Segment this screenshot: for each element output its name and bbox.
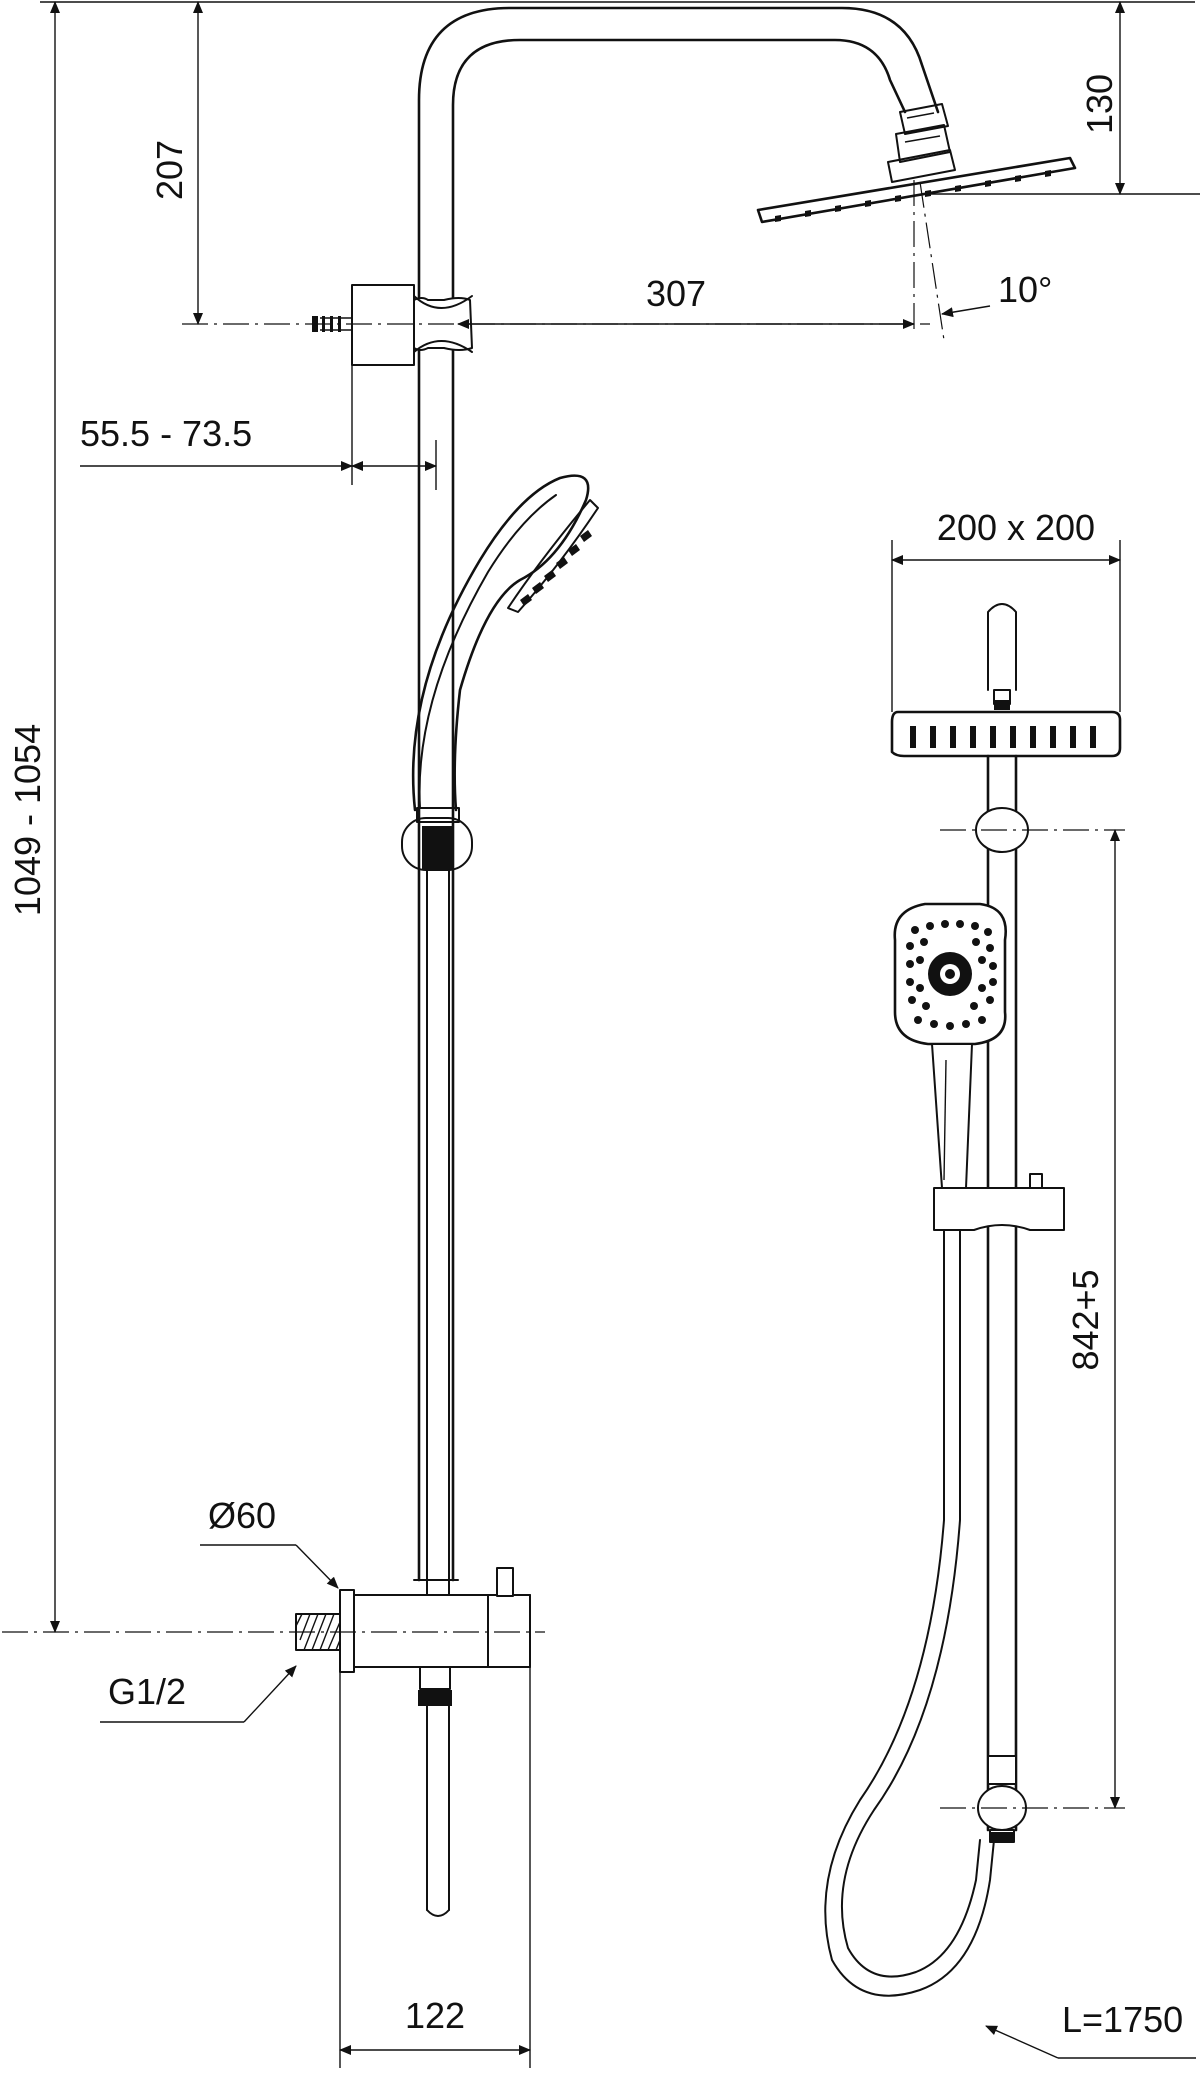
dim-head-size-label: 200 x 200 bbox=[937, 507, 1095, 548]
dim-bracket-to-top: 207 bbox=[149, 1, 203, 325]
dim-tilt-angle-label: 10° bbox=[998, 269, 1052, 310]
front-view: 200 x 200 842+5 L=1750 bbox=[824, 507, 1196, 2059]
dim-flange-diameter-label: Ø60 bbox=[208, 1495, 276, 1536]
dim-flange-diameter: Ø60 bbox=[200, 1495, 339, 1589]
dim-head-size: 200 x 200 bbox=[891, 507, 1121, 712]
dim-head-drop: 130 bbox=[1079, 1, 1125, 195]
hand-shower-side bbox=[411, 474, 599, 823]
dim-rail-length: 842+5 bbox=[1065, 829, 1120, 1809]
dim-wall-distance-label: 55.5 - 73.5 bbox=[80, 413, 252, 454]
dim-arm-reach-label: 307 bbox=[646, 273, 706, 314]
head-arm-front bbox=[987, 603, 1017, 710]
rain-head-side bbox=[756, 156, 1077, 224]
valve-body-side bbox=[295, 1567, 531, 1706]
dim-thread-label: G1/2 bbox=[108, 1671, 186, 1712]
wall-bracket-top bbox=[312, 284, 473, 366]
dim-valve-width-label: 122 bbox=[405, 1995, 465, 2036]
dim-hose-length-label: L=1750 bbox=[1062, 1999, 1183, 2040]
hand-shower-holder bbox=[401, 817, 473, 871]
dim-head-drop-label: 130 bbox=[1079, 74, 1120, 134]
dim-wall-distance: 55.5 - 73.5 bbox=[80, 365, 437, 490]
head-connector bbox=[887, 103, 956, 183]
hose-front bbox=[824, 1229, 995, 1997]
spray-nozzles bbox=[906, 920, 997, 1030]
dim-total-height: 1049 - 1054 bbox=[7, 1, 60, 1633]
rail-joint-lower bbox=[977, 1755, 1027, 1843]
slider-front bbox=[933, 1173, 1065, 1231]
dim-arm-reach: 307 bbox=[457, 273, 915, 329]
dim-tilt-angle: 10° bbox=[941, 269, 1052, 318]
dim-thread: G1/2 bbox=[100, 1665, 297, 1723]
dim-valve-width: 122 bbox=[339, 1667, 531, 2068]
hand-shower-front bbox=[893, 902, 1008, 1189]
dim-rail-length-label: 842+5 bbox=[1065, 1269, 1106, 1370]
hose-side bbox=[426, 869, 450, 1917]
riser-pipe bbox=[413, 6, 940, 1582]
rain-head-front bbox=[890, 710, 1122, 758]
dim-total-height-label: 1049 - 1054 bbox=[7, 724, 48, 916]
dim-hose-length: L=1750 bbox=[985, 1999, 1196, 2059]
dim-bracket-to-top-label: 207 bbox=[149, 140, 190, 200]
